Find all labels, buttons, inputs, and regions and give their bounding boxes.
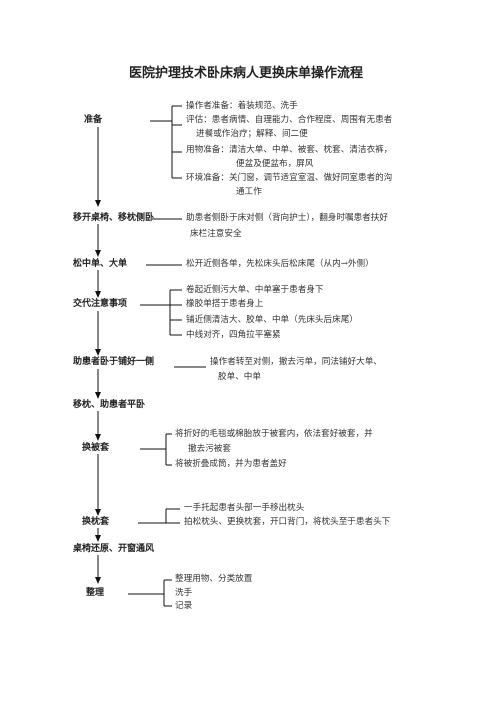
note-notice-4: 中线对齐，四角拉平塞紧 bbox=[186, 330, 281, 340]
note-move-1: 助患者侧卧于床对侧（背向护士），翻身时嘱患者扶好 bbox=[186, 213, 388, 223]
step-move-table: 移开桌椅、移枕侧卧 bbox=[73, 213, 155, 223]
note-prepare-5: 便盆及便盆布，屏风 bbox=[236, 159, 314, 169]
note-prepare-1: 操作者准备：着装规范、洗手 bbox=[186, 101, 298, 111]
note-prepare-2: 评估：患者病情、自理能力、合作程度、周围有无患者 bbox=[186, 115, 393, 125]
bracket-prepare bbox=[150, 105, 182, 179]
step-quilt: 换被套 bbox=[82, 443, 110, 453]
note-lie-2: 胶单、中单 bbox=[218, 372, 261, 382]
note-notice-2: 橡胶单搭于患者身上 bbox=[186, 299, 264, 309]
step-notice: 交代注意事项 bbox=[73, 299, 128, 309]
note-quilt-2: 撤去污被套 bbox=[188, 444, 231, 454]
step-restore: 桌椅还原、开窗通风 bbox=[73, 544, 155, 554]
note-lie-1: 操作者转至对侧，撤去污单，同法铺好大单、 bbox=[210, 357, 382, 367]
bracket-notice bbox=[140, 289, 182, 336]
step-prepare: 准备 bbox=[84, 115, 103, 125]
note-tidy-3: 记录 bbox=[175, 601, 193, 611]
step-loosen: 松中单、大单 bbox=[73, 259, 128, 269]
step-lie-side: 助患者卧于铺好一侧 bbox=[73, 357, 155, 367]
note-pillow-1: 一手托起患者头部一手移出枕头 bbox=[184, 503, 305, 513]
bracket-pillow bbox=[138, 508, 180, 524]
note-prepare-3: 进餐或作治疗；解释、间二便 bbox=[196, 129, 308, 139]
note-pillow-2: 拍松枕头、更换枕套，开口背门，将枕头至于患者头下 bbox=[184, 517, 391, 527]
note-prepare-4: 用物准备：清洁大单、中单、被套、枕套、清洁衣裤， bbox=[186, 145, 393, 155]
note-quilt-1: 将折好的毛毯或棉胎放于被套内，依法套好被套，并 bbox=[175, 429, 373, 439]
note-loosen-1: 松开近侧各单，先松床头后松床尾（从内→外侧） bbox=[186, 259, 374, 269]
bracket-quilt bbox=[140, 433, 172, 466]
note-notice-3: 铺近侧清洁大、胶单、中单（先床头后床尾） bbox=[186, 315, 358, 325]
note-tidy-2: 洗手 bbox=[175, 588, 193, 598]
page-title: 医院护理技术卧床病人更换床单操作流程 bbox=[129, 66, 364, 81]
note-move-2: 床栏注意安全 bbox=[190, 229, 242, 239]
note-notice-1: 卷起近侧污大单、中单塞于患者身下 bbox=[186, 285, 324, 295]
step-pillow: 换枕套 bbox=[82, 517, 110, 527]
note-quilt-3: 将被折叠成筒，并为患者盖好 bbox=[175, 459, 287, 469]
step-supine: 移枕、助患者平卧 bbox=[73, 400, 146, 410]
bracket-tidy bbox=[128, 579, 172, 607]
note-tidy-1: 整理用物、分类放置 bbox=[175, 574, 253, 584]
step-tidy: 整理 bbox=[86, 588, 105, 598]
note-prepare-7: 通工作 bbox=[236, 187, 262, 197]
note-prepare-6: 环境准备：关门窗，调节适宜室温、做好同室患者的沟 bbox=[186, 173, 393, 183]
